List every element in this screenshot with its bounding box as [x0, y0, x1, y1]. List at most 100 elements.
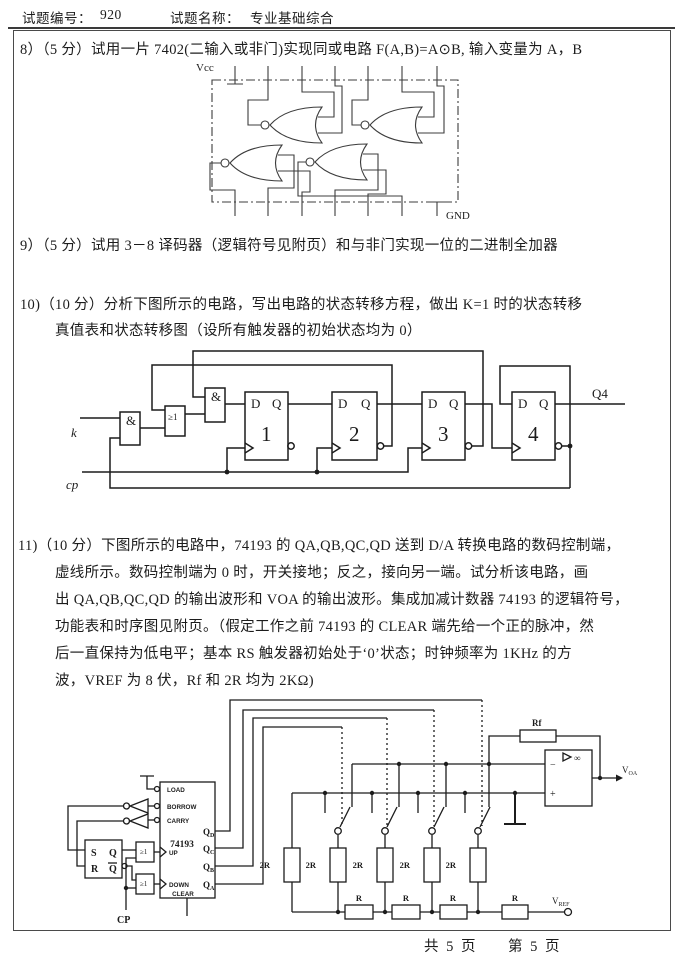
ff4-d: D [518, 396, 527, 411]
cp-input-label: cp [66, 477, 79, 492]
junction-dot [314, 469, 320, 475]
opamp-minus: − [550, 760, 556, 771]
voa-label: VOA [622, 765, 638, 777]
header-rule [8, 27, 675, 29]
junction-dot [224, 469, 230, 475]
summing-bus [351, 763, 545, 807]
vref-terminal [563, 907, 573, 917]
question-8-text: 8）（5 分）试用一片 7402(二输入或非门)实现同或电路 F(A,B)=A⊙… [20, 42, 583, 58]
rf-label: Rf [532, 718, 542, 728]
output-arrow [616, 774, 623, 782]
counter-output-wires [215, 699, 483, 885]
ff2-number: 2 [349, 422, 360, 446]
cp-input: CP [117, 857, 136, 926]
question-11-line5: 后一直保持为低电平；基本 RS 触发器初始处于‘0’状态；时钟频率为 1KHz … [55, 646, 572, 662]
opamp: − + ∞ Rf VOA [488, 718, 638, 807]
vcc-pin [227, 66, 243, 85]
switch-column-4: 2R [446, 806, 491, 912]
nor-gate-2 [360, 106, 424, 144]
opamp-plus: + [550, 789, 556, 800]
chip-label: 74193 [170, 840, 194, 850]
footer-current-page: 第 5 页 [508, 939, 562, 955]
rf-resistor [519, 729, 557, 743]
flipflop-4: D Q 4 [511, 391, 563, 461]
ff2-q: Q [361, 396, 371, 411]
switch-column-2: 2R [353, 806, 398, 912]
rs-s-label: S [91, 848, 97, 859]
fig8-nor-package: Vcc GND [196, 62, 470, 222]
r-label: R [450, 893, 457, 903]
out-qc-label: QC [203, 844, 214, 856]
cp-label: CP [117, 915, 130, 926]
question-10-line2: 真值表和状态转移图（设所有触发器的初始状态均为 0） [55, 323, 422, 339]
dac-buses [292, 761, 545, 825]
footer-total-pages: 共 5 页 [424, 939, 478, 955]
pin-borrow-label: BORROW [167, 804, 196, 811]
question-10-line1: 10)（10 分）分析下图所示的电路，写出电路的状态转移方程，做出 K=1 时的… [20, 297, 583, 313]
switch-column-1: 2R [306, 806, 351, 912]
ff3-d: D [428, 396, 437, 411]
r2-label: 2R [446, 860, 457, 870]
exam-number-value: 920 [100, 7, 122, 22]
down-gate: ≥1 [127, 865, 160, 895]
up-chevron [159, 846, 168, 858]
flipflop-3: D Q 3 [421, 391, 473, 461]
out-qa-label: QA [203, 880, 215, 892]
and-gate-2 [204, 387, 226, 423]
rs-q-label: Q [109, 848, 117, 859]
pin-down-label: DOWN [169, 882, 189, 889]
and2-label: & [211, 389, 221, 404]
out-qd-label: QD [203, 827, 215, 839]
pin-load-label: LOAD [167, 787, 185, 794]
question-11-line3: 出 QA,QB,QC,QD 的输出波形和 VOA 的输出波形。集成加减计数器 7… [55, 592, 629, 608]
or-label: ≥1 [168, 412, 177, 422]
gnd-pin [429, 201, 445, 216]
ff4-q: Q [539, 396, 549, 411]
pin-clear-label: CLEAR [172, 891, 194, 898]
r2-label: 2R [353, 860, 364, 870]
load-tie [140, 775, 154, 790]
nor-gate-3 [220, 144, 284, 182]
nor-gate-4 [305, 143, 369, 181]
flipflop-1: D Q 1 [244, 391, 295, 461]
gnd-label: GND [446, 210, 470, 222]
ff3-number: 3 [438, 422, 449, 446]
ff1-q: Q [272, 396, 282, 411]
carry-inverter [76, 813, 154, 867]
r-label: R [356, 893, 363, 903]
down-chevron [159, 878, 168, 890]
and1-label: & [126, 413, 136, 428]
qbar3-feedback-wire [192, 350, 484, 447]
r2-label: 2R [260, 860, 271, 870]
flipflop-2: D Q 2 [331, 391, 385, 461]
switch-column-3: 2R [400, 806, 445, 912]
exam-number-label: 试题编号： [22, 11, 92, 26]
question-9-text: 9）（5 分）试用 3－8 译码器（逻辑符号见附页）和与非门实现一位的二进制全加… [20, 238, 558, 254]
pin-carry-label: CARRY [167, 818, 190, 825]
pin-up-label: UP [169, 850, 178, 857]
rs-flipflop: S Q R Q [84, 839, 128, 879]
or-gate [164, 405, 186, 437]
counter-74193: 74193 LOAD BORROW CARRY UP DOWN CLEAR QD… [140, 775, 216, 916]
r2-label: 2R [306, 860, 317, 870]
ff2-d: D [338, 396, 347, 411]
nor-gate-1 [260, 106, 324, 144]
k-input-label: k [71, 425, 77, 440]
ground-symbol [504, 793, 526, 825]
exam-name-label: 试题名称： [170, 11, 240, 26]
r-label: R [512, 893, 519, 903]
fig11-dac-circuit: S Q R Q ≥1 [67, 699, 638, 926]
qbar4-feedback-rail [109, 437, 570, 489]
question-11-line2: 虚线所示。数码控制端为 0 时，开关接地；反之，接向另一端。试分析该电路，画 [55, 565, 589, 581]
fig10-state-circuit: k & ≥1 & D Q 1 D [66, 350, 625, 492]
rs-r-label: R [91, 864, 99, 875]
question-11-line6: 波，VREF 为 8 伏，Rf 和 2R 均为 2KΩ) [55, 673, 314, 689]
r2-label: 2R [400, 860, 411, 870]
content-border [13, 30, 671, 931]
rs-qbar-label: Q [109, 864, 117, 875]
exam-name-value: 专业基础综合 [250, 11, 334, 26]
ff4-number: 4 [528, 422, 539, 446]
q4-output-label: Q4 [592, 386, 608, 401]
